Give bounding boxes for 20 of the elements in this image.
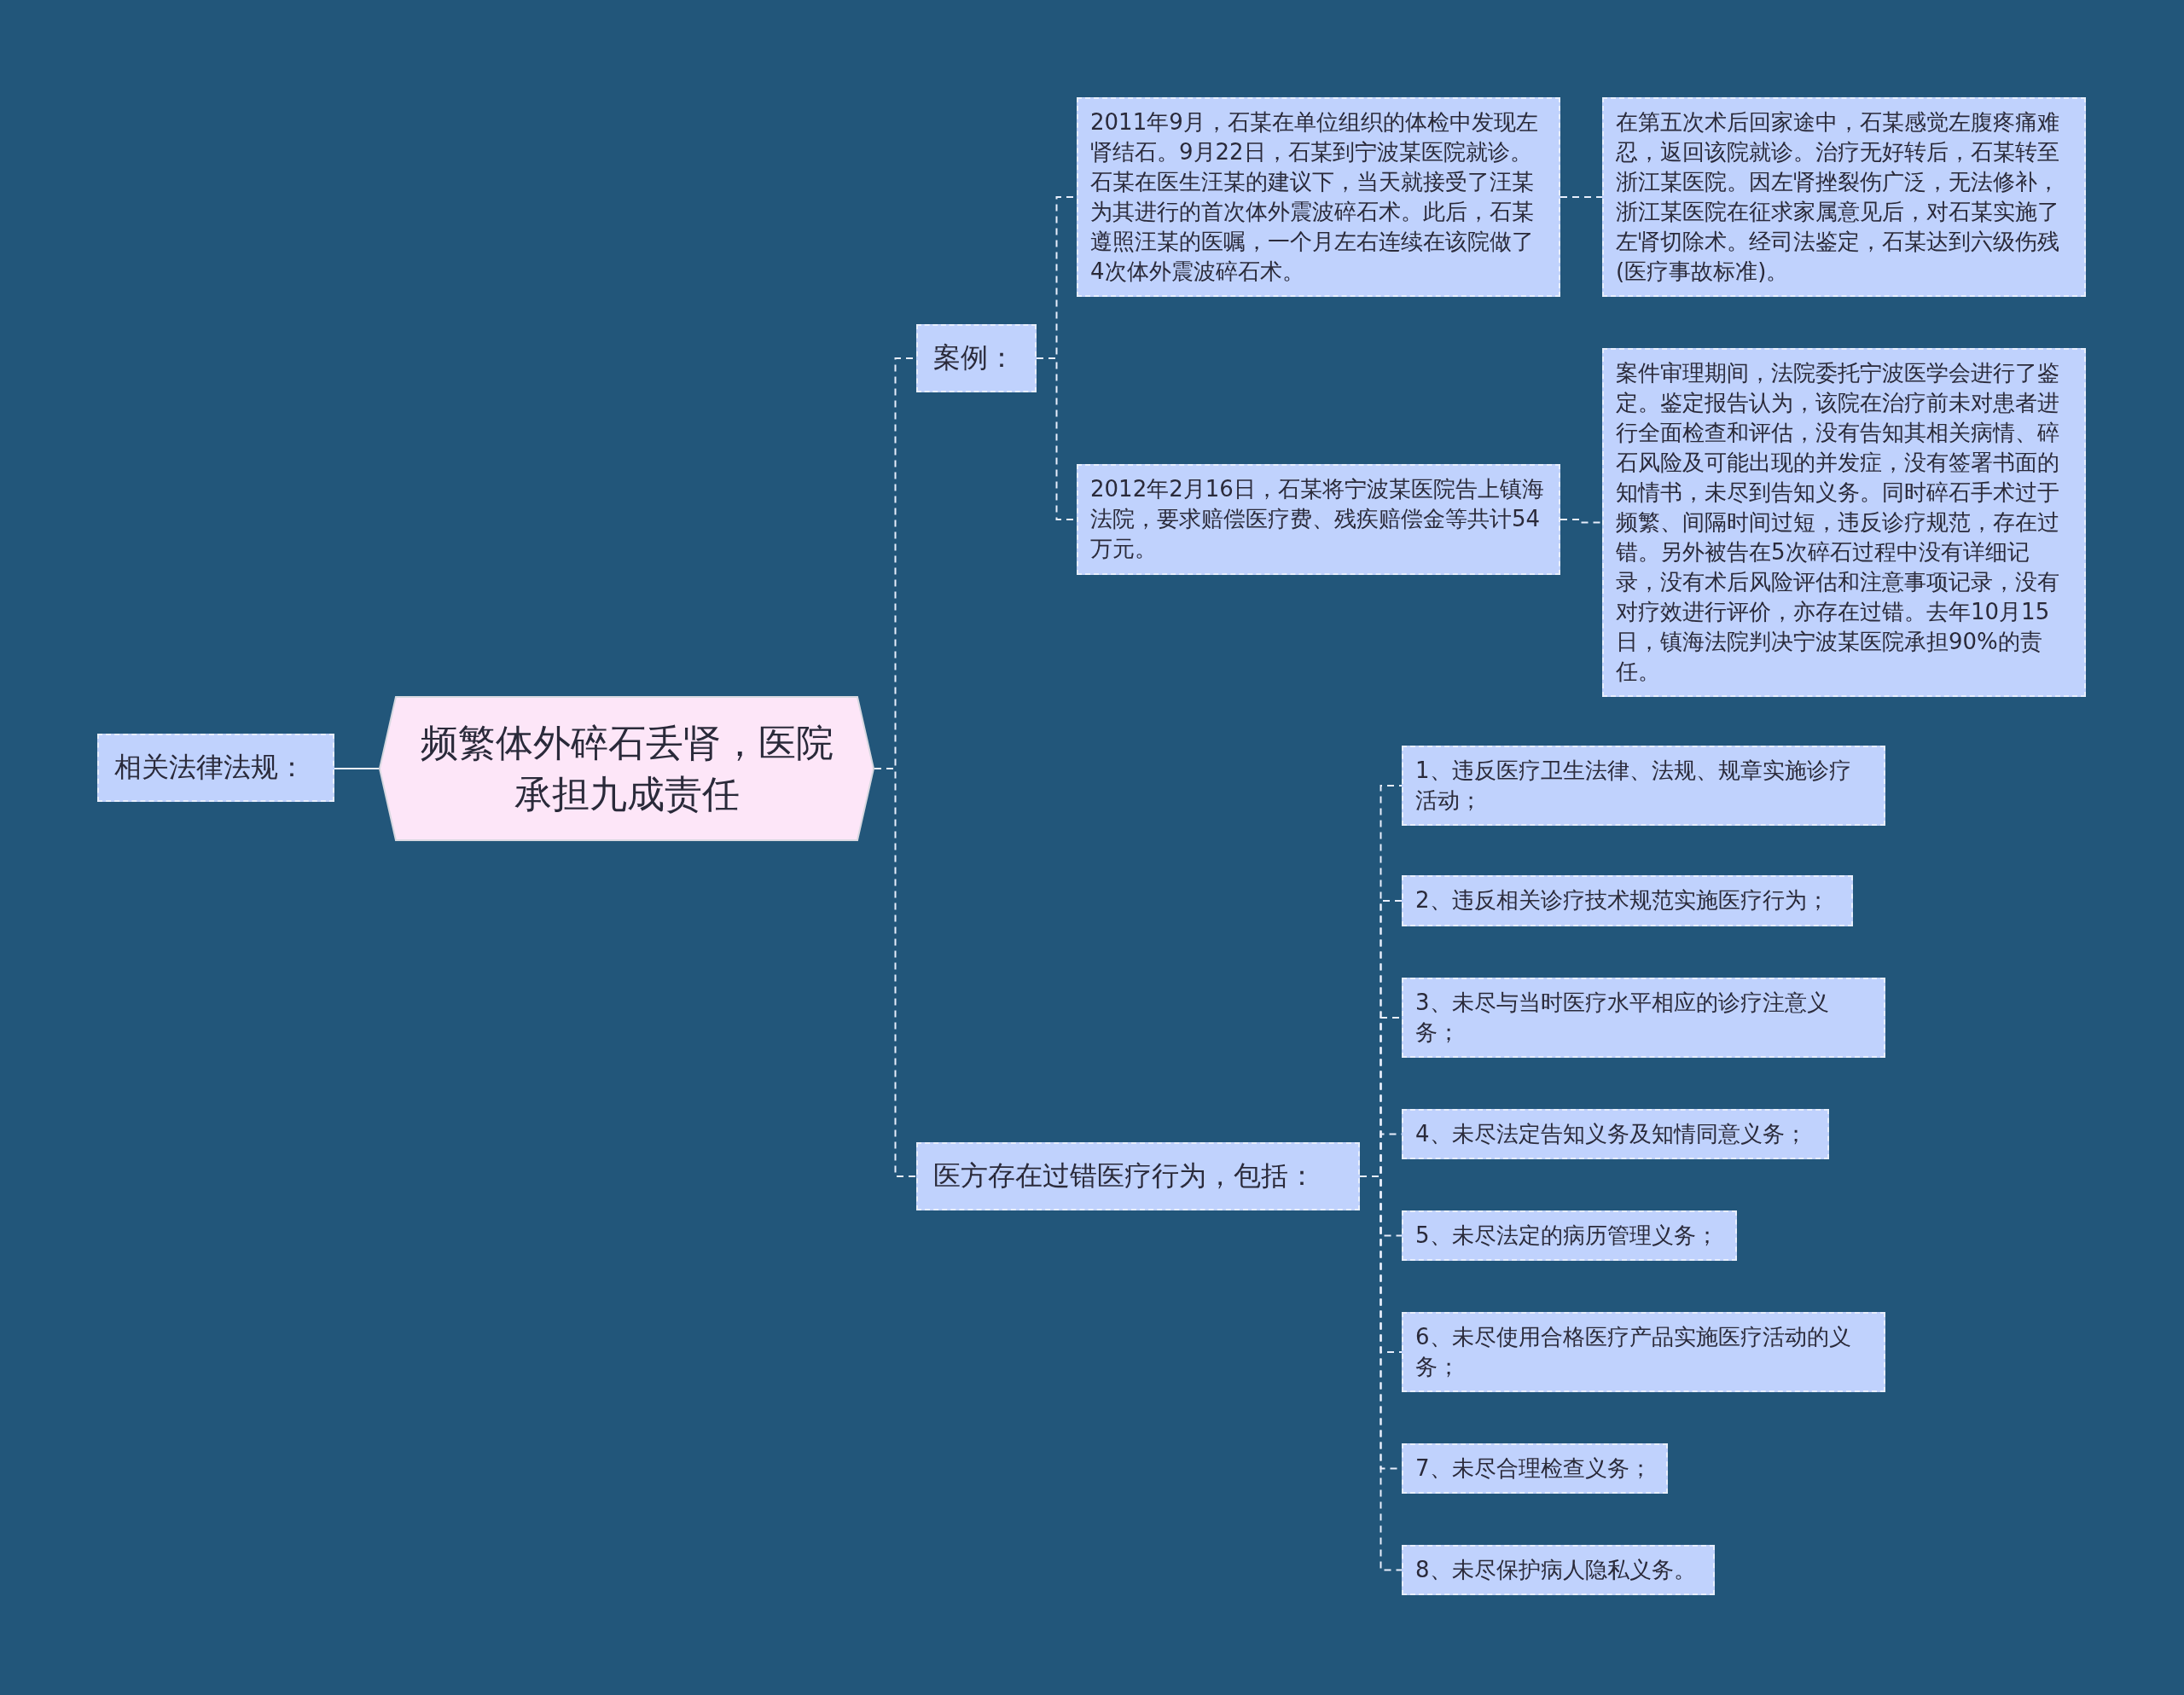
text-box: 2、违反相关诊疗技术规范实施医疗行为； (1402, 875, 1853, 926)
text-box: 2011年9月，石某在单位组织的体检中发现左肾结石。9月22日，石某到宁波某医院就诊。石某在医生汪某的建议下，当天就接受了汪某为其进行的首次体外震波碎石术。此后，石某遵照汪某的医嘱，一个月左右连续在该院做了4次体外震波碎石术。 (1077, 97, 1560, 297)
connector-line (334, 768, 380, 769)
text-box: 2012年2月16日，石某将宁波某医院告上镇海法院，要求赔偿医疗费、残疾赔偿金等共计54万元。 (1077, 464, 1560, 575)
text-box: 5、未尽法定的病历管理义务； (1402, 1210, 1737, 1261)
connector-line (1560, 519, 1603, 524)
connector-line (1560, 196, 1603, 198)
text-box: 8、未尽保护病人隐私义务。 (1402, 1545, 1715, 1595)
text-box: 案件审理期间，法院委托宁波医学会进行了鉴定。鉴定报告认为，该院在治疗前未对患者进行全面检查和评估，没有告知其相关病情、碎石风险及可能出现的并发症，没有签署书面的知情书，未尽到告知义务。同时碎石手术过于频繁、间隔时间过短，违反诊疗规范，存在过错。另外被告在5次碎石过程中没有详细记录，没有术后风险评估和注意事项记录，没有对疗效进行评价，亦存在过错。去年10月15日，镇海法院判决宁波某医院承担90%的责任。 (1602, 348, 2086, 697)
branch-box: 医方存在过错医疗行为，包括： (916, 1142, 1360, 1210)
text-box: 7、未尽合理检查义务； (1402, 1443, 1668, 1494)
branch-box: 案例： (916, 324, 1037, 392)
text-box: 6、未尽使用合格医疗产品实施医疗活动的义务； (1402, 1312, 1885, 1392)
branch-box: 相关法律法规： (97, 734, 334, 802)
text-box: 3、未尽与当时医疗水平相应的诊疗注意义务； (1402, 978, 1885, 1058)
text-box: 在第五次术后回家途中，石某感觉左腹疼痛难忍，返回该院就诊。治疗无好转后，石某转至浙江某医院。因左肾挫裂伤广泛，无法修补，浙江某医院在征求家属意见后，对石某实施了左肾切除术。经司法鉴定，石某达到六级伤残(医疗事故标准)。 (1602, 97, 2086, 297)
topic-text: 频繁体外碎石丢肾，医院承担九成责任 (419, 720, 834, 817)
topic-hexagon (379, 696, 874, 841)
text-box: 4、未尽法定告知义务及知情同意义务； (1402, 1109, 1829, 1159)
text-box: 1、违反医疗卫生法律、法规、规章实施诊疗活动； (1402, 746, 1885, 826)
